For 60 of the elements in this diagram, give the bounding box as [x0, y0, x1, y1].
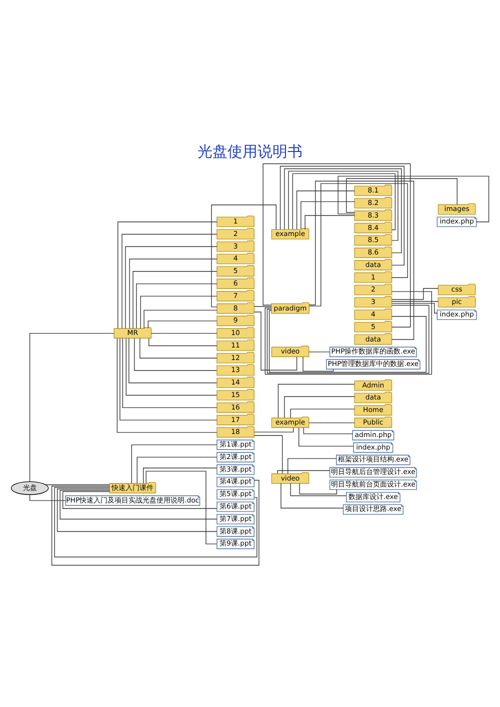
connector	[144, 310, 218, 329]
connector	[148, 320, 218, 329]
connector	[262, 163, 411, 328]
connector	[392, 302, 438, 314]
connector	[277, 470, 330, 474]
connector	[304, 215, 355, 230]
connector	[136, 283, 218, 329]
connector	[254, 427, 294, 432]
connector	[116, 338, 218, 433]
connector	[290, 408, 355, 418]
connector	[140, 296, 218, 329]
connector	[62, 491, 218, 509]
connector	[296, 190, 355, 230]
connector	[288, 170, 398, 241]
connector	[280, 166, 404, 266]
connector	[308, 180, 414, 340]
connector	[56, 488, 218, 532]
connector	[45, 484, 110, 486]
connector	[254, 435, 283, 474]
connector	[392, 288, 438, 300]
connector	[128, 338, 218, 384]
connector	[122, 338, 218, 408]
connector	[290, 483, 346, 496]
connector	[300, 201, 355, 230]
connector	[129, 258, 218, 329]
connector	[392, 301, 438, 302]
connector	[303, 427, 353, 434]
connector	[29, 494, 66, 501]
connector	[211, 204, 276, 308]
connector	[150, 332, 218, 334]
connector	[131, 444, 218, 484]
connector	[302, 356, 334, 372]
connector	[60, 490, 218, 520]
connector	[284, 168, 402, 254]
connector	[288, 458, 337, 474]
connector	[132, 271, 218, 329]
connector	[264, 291, 432, 375]
diagram-title: 光盘使用说明书	[198, 142, 302, 161]
connector	[140, 338, 218, 358]
connector	[136, 456, 218, 484]
connector	[280, 483, 344, 508]
connector	[278, 384, 355, 418]
connector	[308, 183, 408, 306]
connector	[148, 338, 218, 346]
connector	[134, 338, 218, 371]
connector	[254, 306, 272, 307]
connector	[346, 178, 458, 213]
connector	[29, 332, 114, 482]
connector	[146, 470, 217, 544]
connector	[292, 173, 396, 230]
connector	[126, 338, 218, 396]
connector	[143, 468, 218, 484]
connector	[284, 396, 355, 418]
connector	[298, 427, 354, 447]
connector	[120, 338, 218, 420]
connector	[125, 246, 218, 329]
connector	[254, 312, 298, 370]
connector	[299, 483, 338, 494]
connector	[54, 487, 258, 558]
connector	[308, 422, 355, 424]
